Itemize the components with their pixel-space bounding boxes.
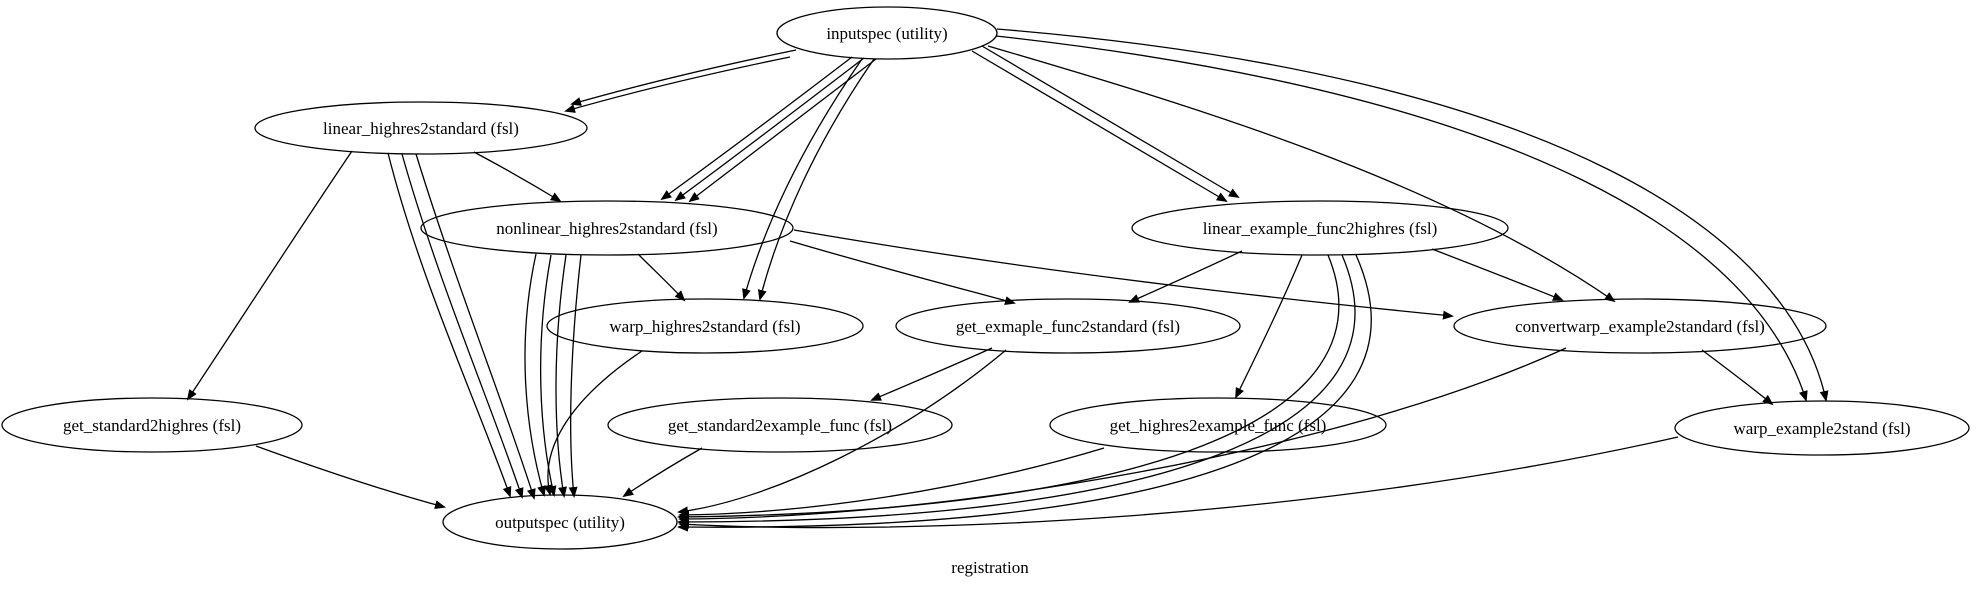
- edge-linear_example_func2highres--get_exmaple_func2standard: [1128, 250, 1243, 303]
- edge-linear_example_func2highres--outputspec: [677, 254, 1356, 527]
- node-label-outputspec: outputspec (utility): [495, 513, 625, 532]
- node-ellipse-outputspec: [442, 494, 678, 550]
- node-ellipse-get_exmaple_func2standard: [895, 298, 1241, 354]
- node-linear_highres2standard: linear_highres2standard (fsl): [254, 101, 588, 155]
- edge-nonlinear_highres2standard--outputspec: [555, 254, 567, 498]
- edge-linear_highres2standard--nonlinear_highres2standard: [473, 151, 562, 203]
- edge-inputspec--nonlinear_highres2standard: [674, 57, 865, 202]
- edge-linear_example_func2highres--outputspec: [677, 254, 1372, 532]
- edge-convertwarp_example2standard--outputspec: [678, 347, 1567, 524]
- edge-inputspec--warp_highres2standard: [757, 58, 875, 301]
- node-linear_example_func2highres: linear_example_func2highres (fsl): [1131, 200, 1509, 256]
- edge-inputspec--warp_highres2standard: [742, 58, 863, 300]
- node-label-get_standard2highres: get_standard2highres (fsl): [63, 416, 241, 435]
- node-inputspec: inputspec (utility): [776, 6, 998, 60]
- node-ellipse-convertwarp_example2standard: [1453, 298, 1827, 354]
- edge-linear_example_func2highres--convertwarp_example2standard: [1431, 248, 1564, 301]
- edge-linear_highres2standard--get_standard2highres: [186, 150, 353, 401]
- edge-nonlinear_highres2standard--convertwarp_example2standard: [793, 229, 1454, 320]
- edge-get_standard2example_func--outputspec: [622, 447, 703, 498]
- edge-inputspec--linear_example_func2highres: [971, 50, 1228, 203]
- node-convertwarp_example2standard: convertwarp_example2standard (fsl): [1453, 298, 1827, 354]
- edge-inputspec--warp_example2stand: [995, 35, 1808, 402]
- edge-nonlinear_highres2standard--warp_highres2standard: [637, 253, 686, 302]
- edge-get_standard2highres--outputspec: [255, 445, 446, 510]
- node-label-get_highres2example_func: get_highres2example_func (fsl): [1110, 416, 1327, 435]
- edge-inputspec--warp_example2stand: [996, 28, 1829, 402]
- edge-linear_highres2standard--outputspec: [387, 152, 512, 498]
- edge-inputspec--convertwarp_example2standard: [987, 45, 1616, 303]
- node-label-get_standard2example_func: get_standard2example_func (fsl): [668, 416, 892, 435]
- node-ellipse-linear_example_func2highres: [1131, 200, 1509, 256]
- node-ellipse-warp_highres2standard: [546, 298, 864, 354]
- node-label-warp_highres2standard: warp_highres2standard (fsl): [609, 317, 800, 336]
- edge-nonlinear_highres2standard--outputspec: [539, 254, 557, 497]
- edge-warp_example2stand--outputspec: [678, 436, 1679, 529]
- edges-layer: [186, 28, 1829, 532]
- edge-inputspec--linear_highres2standard: [564, 56, 791, 113]
- graph-caption: registration: [951, 558, 1029, 577]
- edge-inputspec--nonlinear_highres2standard: [688, 58, 877, 203]
- edge-nonlinear_highres2standard--outputspec: [568, 254, 582, 498]
- node-ellipse-get_highres2example_func: [1049, 397, 1387, 453]
- edge-inputspec--linear_example_func2highres: [981, 45, 1240, 199]
- node-get_standard2example_func: get_standard2example_func (fsl): [607, 397, 953, 453]
- edge-linear_highres2standard--outputspec: [415, 153, 536, 500]
- node-get_highres2example_func: get_highres2example_func (fsl): [1049, 397, 1387, 453]
- node-label-inputspec: inputspec (utility): [826, 24, 947, 43]
- node-ellipse-inputspec: [776, 6, 998, 60]
- edge-inputspec--nonlinear_highres2standard: [660, 56, 853, 201]
- edge-nonlinear_highres2standard--get_exmaple_func2standard: [789, 240, 1016, 305]
- edge-convertwarp_example2standard--warp_example2stand: [1701, 349, 1774, 406]
- node-label-convertwarp_example2standard: convertwarp_example2standard (fsl): [1515, 317, 1765, 336]
- node-ellipse-get_standard2example_func: [607, 397, 953, 453]
- node-nonlinear_highres2standard: nonlinear_highres2standard (fsl): [420, 200, 794, 256]
- nodes-layer: inputspec (utility) linear_highres2standa…: [1, 6, 1970, 550]
- edge-linear_example_func2highres--get_highres2example_func: [1235, 254, 1303, 399]
- node-warp_highres2standard: warp_highres2standard (fsl): [546, 298, 864, 354]
- edge-nonlinear_highres2standard--outputspec: [524, 253, 546, 497]
- node-ellipse-warp_example2stand: [1674, 400, 1970, 456]
- node-get_exmaple_func2standard: get_exmaple_func2standard (fsl): [895, 298, 1241, 354]
- node-label-get_exmaple_func2standard: get_exmaple_func2standard (fsl): [956, 317, 1180, 336]
- node-ellipse-get_standard2highres: [1, 397, 303, 453]
- node-label-nonlinear_highres2standard: nonlinear_highres2standard (fsl): [496, 219, 717, 238]
- node-warp_example2stand: warp_example2stand (fsl): [1674, 400, 1970, 456]
- edge-linear_example_func2highres--outputspec: [677, 254, 1340, 522]
- node-ellipse-nonlinear_highres2standard: [420, 200, 794, 256]
- node-ellipse-linear_highres2standard: [254, 101, 588, 155]
- edge-linear_highres2standard--outputspec: [401, 153, 524, 499]
- edge-warp_highres2standard--outputspec: [543, 350, 643, 496]
- node-label-linear_highres2standard: linear_highres2standard (fsl): [323, 119, 519, 138]
- edge-inputspec--linear_highres2standard: [570, 49, 797, 106]
- node-get_standard2highres: get_standard2highres (fsl): [1, 397, 303, 453]
- node-label-linear_example_func2highres: linear_example_func2highres (fsl): [1203, 219, 1438, 238]
- edge-get_highres2example_func--outputspec: [678, 447, 1105, 520]
- node-outputspec: outputspec (utility): [442, 494, 678, 550]
- edge-get_exmaple_func2standard--outputspec: [677, 349, 1007, 516]
- node-label-warp_example2stand: warp_example2stand (fsl): [1733, 419, 1910, 438]
- edge-get_exmaple_func2standard--get_standard2example_func: [870, 347, 993, 401]
